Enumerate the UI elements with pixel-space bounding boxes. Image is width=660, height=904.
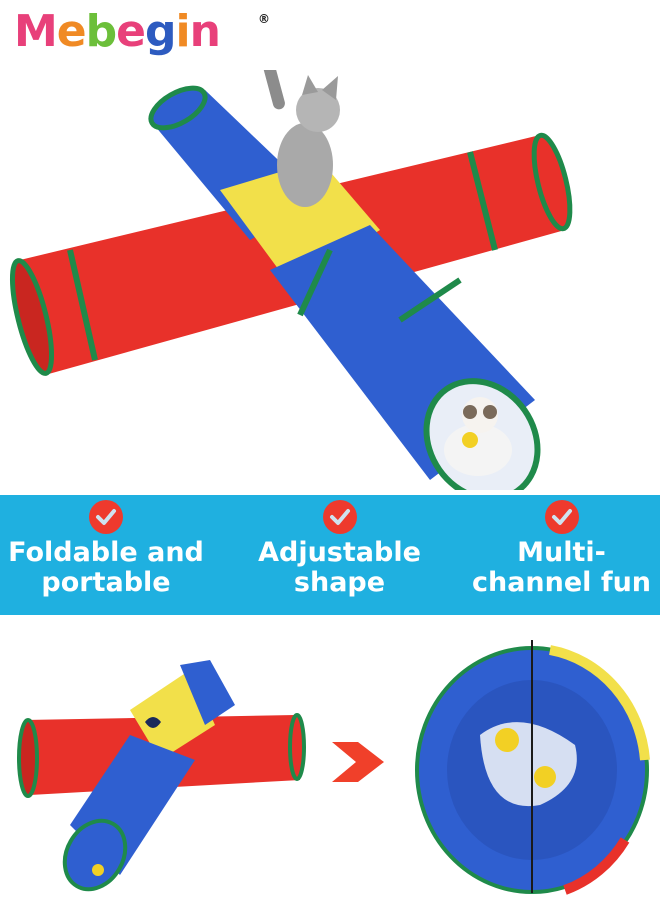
feature-line: channel fun [471,567,652,598]
logo-letter: M [14,6,58,57]
logo-letter: e [56,6,87,57]
feature-label: Adjustable shape [258,538,421,598]
check-icon [544,500,579,534]
feature-line: Foldable and [8,537,204,568]
check-icon [322,500,357,534]
feature-multichannel: Multi- channel fun [463,495,660,615]
cat-on-top [263,70,340,207]
feature-foldable: Foldable and portable [0,495,212,615]
logo-letter: b [85,6,117,57]
feature-label: Foldable and portable [8,538,204,598]
registered-mark: ® [258,12,270,26]
expanded-tunnel-image [17,660,306,892]
folded-tunnel-image [415,640,650,895]
feature-banner: Foldable and portable Adjustable shape M… [0,495,660,615]
feature-line: Multi- [517,537,606,568]
feature-line: portable [41,567,171,598]
feature-label: Multi- channel fun [472,538,651,598]
logo-letter: e [116,6,146,57]
logo-letter: n [189,6,221,57]
feature-adjustable: Adjustable shape [232,495,447,615]
feature-line: Adjustable [258,537,421,568]
logo-letter: i [175,6,190,57]
logo-letter: g [144,6,176,57]
brand-logo: Mebegin [14,6,221,57]
check-icon [89,500,123,534]
feature-line: shape [293,567,386,598]
cat-in-tunnel [444,397,512,476]
arrow-right-icon [332,742,384,782]
hero-tunnel-image [9,70,573,490]
